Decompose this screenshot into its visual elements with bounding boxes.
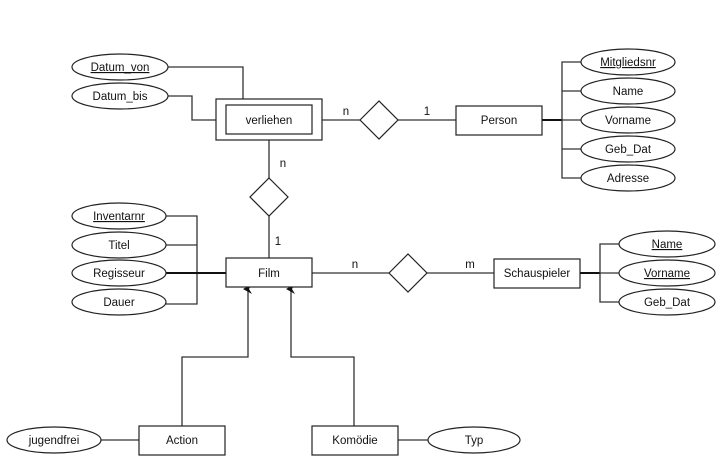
- attribute-name[interactable]: Name: [580, 77, 676, 105]
- attribute-label: Dauer: [103, 297, 134, 309]
- cardinality-label: 1: [424, 106, 430, 118]
- attribute-titel[interactable]: Titel: [71, 231, 167, 259]
- cardinality-label: n: [343, 106, 349, 118]
- entity-label: Person: [481, 115, 517, 127]
- cardinality-label: m: [465, 259, 475, 271]
- entity-schauspieler[interactable]: Schauspieler: [493, 258, 581, 289]
- attribute-label: Name: [652, 239, 683, 251]
- relationship-film-schauspieler[interactable]: [388, 253, 428, 293]
- cardinality-label: 1: [275, 236, 281, 248]
- inheritance-komoedie-film: [286, 284, 355, 426]
- relationship-verliehen-person[interactable]: [359, 100, 399, 140]
- entity-label: Schauspieler: [504, 268, 571, 280]
- attribute-inventarnr[interactable]: Inventarnr: [71, 202, 167, 230]
- attribute-dauer[interactable]: Dauer: [71, 288, 167, 316]
- attribute-adresse[interactable]: Adresse: [580, 164, 676, 192]
- attribute-regisseur[interactable]: Regisseur: [71, 259, 167, 287]
- attribute-label: Datum_bis: [93, 91, 148, 103]
- connector-datum-bis: [168, 95, 216, 121]
- attribute-label: jugendfrei: [28, 435, 80, 447]
- inheritance-action-film: [181, 284, 252, 426]
- attribute-label: Inventarnr: [93, 211, 145, 223]
- connector-datum-von: [168, 66, 244, 99]
- attribute-label: Name: [613, 86, 644, 98]
- attribute-jugendfrei[interactable]: jugendfrei: [6, 426, 102, 454]
- attribute-typ[interactable]: Typ: [427, 426, 521, 454]
- attribute-geb-dat[interactable]: Geb_Dat: [580, 135, 676, 163]
- entity-film[interactable]: Film: [225, 257, 313, 288]
- cardinality-label: n: [280, 158, 286, 170]
- entity-label: Film: [258, 268, 280, 280]
- attribute-label: Adresse: [607, 173, 649, 185]
- entity-label: verliehen: [246, 115, 293, 127]
- entity-action[interactable]: Action: [138, 425, 226, 456]
- entity-verliehen[interactable]: verliehen: [215, 98, 323, 141]
- attribute-label: Titel: [108, 240, 129, 252]
- attribute-label: Typ: [465, 435, 484, 447]
- attribute-datum-bis[interactable]: Datum_bis: [71, 82, 169, 110]
- entity-person[interactable]: Person: [455, 105, 543, 136]
- attribute-schauspieler-name[interactable]: Name: [618, 230, 716, 258]
- bracket-film-attrs: [166, 215, 198, 305]
- attribute-label: Vorname: [644, 268, 690, 280]
- attribute-schauspieler-vorname[interactable]: Vorname: [618, 259, 716, 287]
- attribute-label: Vorname: [605, 115, 651, 127]
- entity-label: Komödie: [332, 435, 377, 447]
- relationship-verliehen-film[interactable]: [249, 177, 289, 217]
- attribute-label: Datum_von: [91, 62, 150, 74]
- attribute-vorname[interactable]: Vorname: [580, 106, 676, 134]
- entity-komoedie[interactable]: Komödie: [311, 425, 399, 456]
- attribute-label: Regisseur: [93, 268, 145, 280]
- attribute-datum-von[interactable]: Datum_von: [71, 53, 169, 81]
- attribute-label: Geb_Dat: [605, 144, 652, 156]
- cardinality-label: n: [352, 259, 358, 271]
- attribute-label: Mitgliedsnr: [600, 57, 656, 69]
- attribute-label: Geb_Dat: [644, 297, 691, 309]
- attribute-mitgliedsnr[interactable]: Mitgliedsnr: [580, 48, 676, 76]
- entity-label: Action: [166, 435, 198, 447]
- attribute-schauspieler-geb-dat[interactable]: Geb_Dat: [618, 288, 716, 316]
